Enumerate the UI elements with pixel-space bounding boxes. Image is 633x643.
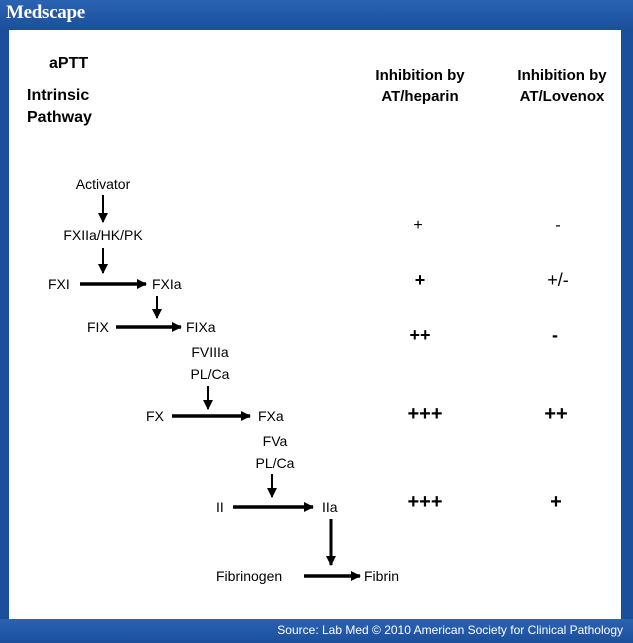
- footer-bar: Source: Lab Med © 2010 American Society …: [0, 619, 633, 643]
- lovenox-header-line-2: AT/Lovenox: [520, 88, 605, 105]
- node-iia: IIa: [322, 499, 338, 515]
- node-fva: FVa: [263, 433, 288, 449]
- lovenox-row-2: +/-: [547, 270, 569, 290]
- node-fviiia: FVIIIa: [191, 344, 229, 360]
- node-pl-ca-2: PL/Ca: [256, 455, 295, 471]
- heparin-header-line-1: Inhibition by: [375, 67, 465, 84]
- heparin-row-3: ++: [409, 325, 430, 345]
- node-fix: FIX: [87, 319, 109, 335]
- source-credit: Source: Lab Med © 2010 American Society …: [277, 623, 623, 637]
- title-line-1: aPTT: [49, 55, 88, 72]
- node-fxa: FXa: [258, 408, 284, 424]
- heparin-row-2: +: [415, 270, 426, 290]
- lovenox-row-3: -: [552, 325, 558, 345]
- node-activator: Activator: [76, 176, 131, 192]
- node-fxi: FXI: [48, 276, 70, 292]
- heparin-row-1: +: [413, 217, 422, 234]
- node-pl-ca-1: PL/Ca: [191, 366, 230, 382]
- lovenox-header-line-1: Inhibition by: [517, 67, 607, 84]
- medscape-logo: Medscape: [6, 2, 85, 23]
- node-fxiia-hk-pk: FXIIa/HK/PK: [63, 227, 143, 243]
- header-bar: Medscape: [0, 0, 633, 30]
- title-line-2: Intrinsic: [27, 87, 89, 104]
- heparin-row-5: +++: [407, 491, 442, 513]
- lovenox-row-5: +: [550, 491, 562, 513]
- title-line-3: Pathway: [27, 109, 92, 126]
- node-fx: FX: [146, 408, 165, 424]
- heparin-header-line-2: AT/heparin: [381, 88, 458, 105]
- heparin-row-4: +++: [407, 403, 442, 425]
- node-fibrinogen: Fibrinogen: [216, 568, 282, 584]
- lovenox-row-4: ++: [544, 403, 567, 425]
- lovenox-row-1: -: [555, 217, 560, 234]
- node-fixa: FIXa: [186, 319, 216, 335]
- figure-panel: [9, 30, 621, 619]
- node-ii: II: [216, 499, 224, 515]
- node-fibrin: Fibrin: [364, 568, 399, 584]
- node-fxia: FXIa: [152, 276, 182, 292]
